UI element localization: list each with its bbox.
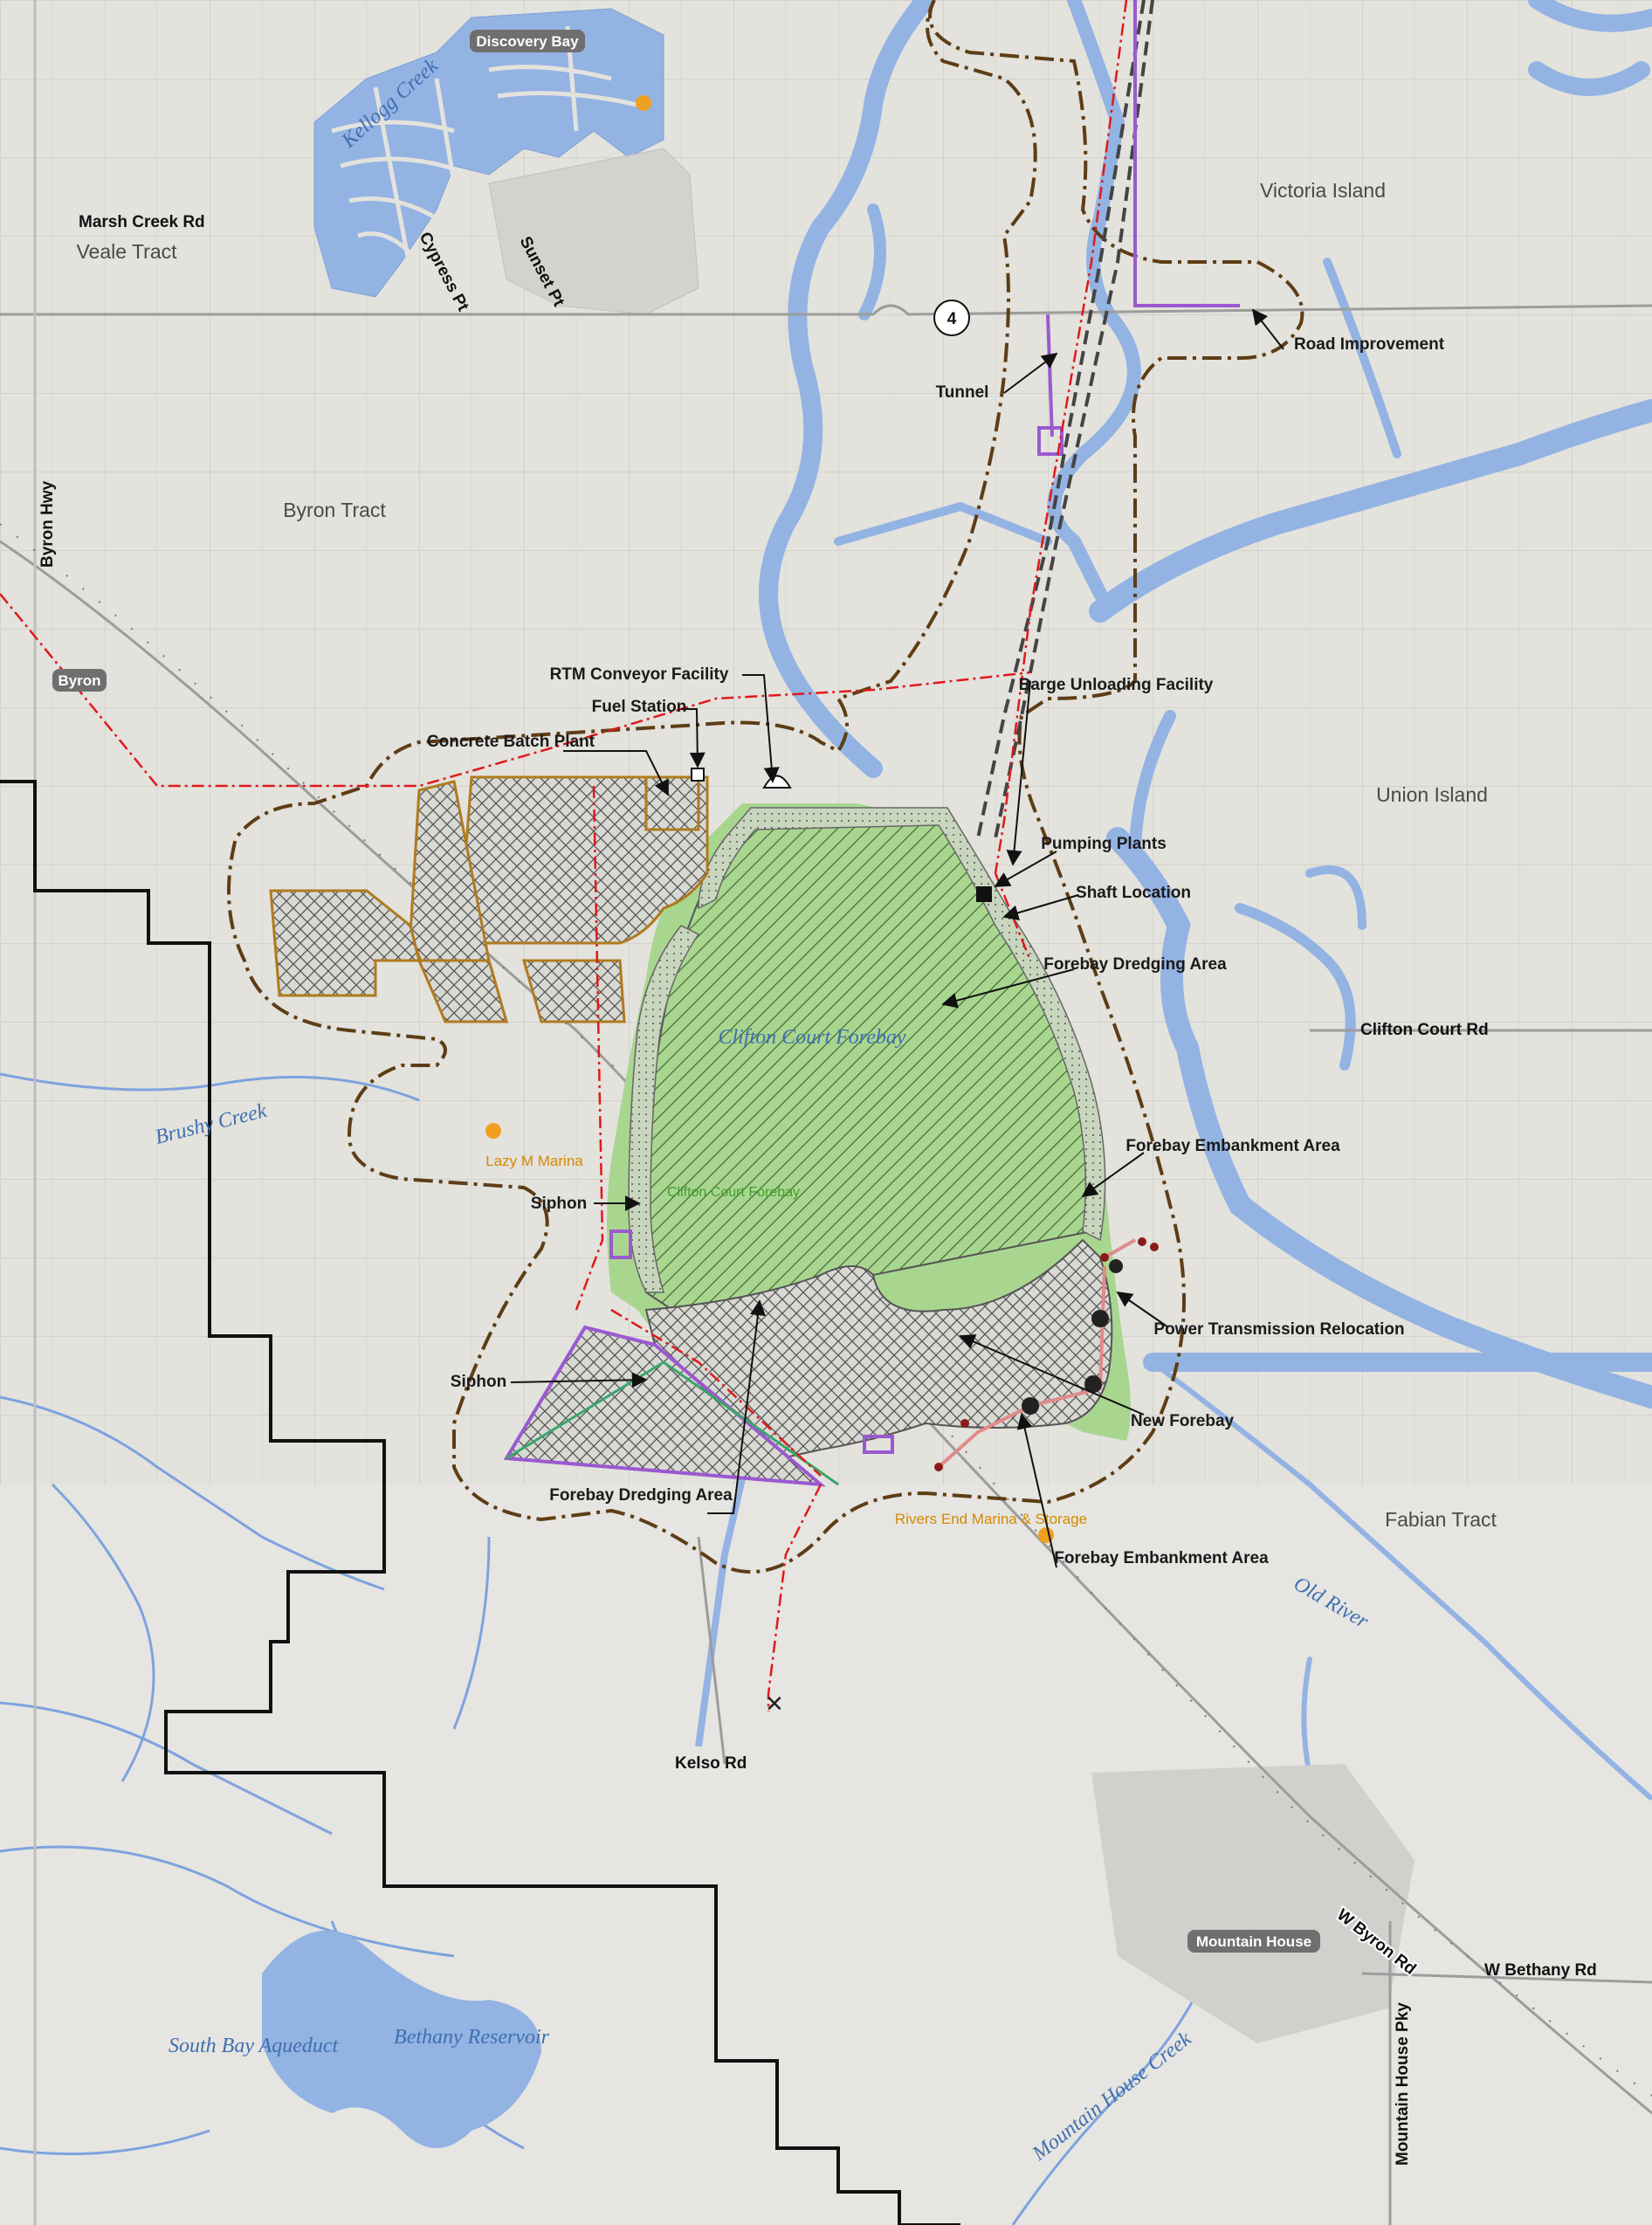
pumping-plant-marker	[976, 886, 992, 902]
rtm-conveyor-callout: RTM Conveyor Facility	[550, 665, 729, 684]
veale-tract-label: Veale Tract	[76, 240, 177, 263]
fuel-station-callout: Fuel Station	[592, 698, 687, 716]
discovery-bay-dot	[636, 95, 651, 111]
discovery-bay-town	[488, 148, 699, 315]
bethany-reservoir	[262, 1930, 541, 2148]
w-bethany-rd-label: W Bethany Rd	[1484, 1961, 1597, 1980]
purple-tunnel-segment	[1046, 313, 1054, 437]
svg-text:Byron: Byron	[58, 672, 100, 689]
concrete-batch-plant-callout: Concrete Batch Plant	[427, 733, 595, 751]
fuel-station-marker	[691, 768, 705, 782]
rivers-end-marina-label: Rivers End Marina & Storage	[895, 1511, 1087, 1527]
study-boundary	[227, 0, 1304, 1574]
new-forebay-callout: New Forebay	[1131, 1412, 1235, 1430]
clifton-court-rd-label: Clifton Court Rd	[1360, 1021, 1489, 1039]
county-line	[0, 780, 960, 2225]
red-dashdot-lines	[0, 0, 1128, 1712]
svg-text:Mountain House: Mountain House	[1196, 1933, 1311, 1950]
byron-hwy-label: Byron Hwy	[38, 480, 57, 568]
clifton-court-forebay-label: Clifton Court Forebay	[718, 1026, 905, 1049]
road-improvement-callout: Road Improvement	[1294, 335, 1445, 354]
lazy-m-marina-label: Lazy M Marina	[485, 1153, 583, 1169]
old-river-channel	[1151, 1360, 1652, 1801]
siphon-lower-callout: Siphon	[451, 1373, 506, 1391]
byron-tract-label: Byron Tract	[283, 499, 386, 521]
power-transmission-markers	[934, 1237, 1159, 1471]
forebay-embankment-lower-callout: Forebay Embankment Area	[1054, 1549, 1269, 1567]
svg-text:4: 4	[947, 310, 957, 328]
batch-plant-areas	[269, 775, 709, 1023]
forebay-dredging-upper-callout: Forebay Dredging Area	[1043, 955, 1227, 974]
mountain-house-pky-label: Mountain House Pky	[1394, 2002, 1412, 2166]
marsh-creek-rd-label: Marsh Creek Rd	[79, 213, 205, 231]
barge-unloading-callout: Barge Unloading Facility	[1019, 676, 1214, 694]
victoria-island-label: Victoria Island	[1260, 179, 1386, 202]
forebay-dredging-lower-callout: Forebay Dredging Area	[549, 1486, 733, 1505]
pumping-plants-callout: Pumping Plants	[1041, 835, 1167, 853]
rivers-end-marina-dot	[1038, 1527, 1054, 1543]
union-island-label: Union Island	[1376, 783, 1488, 806]
power-transmission-callout: Power Transmission Relocation	[1153, 1320, 1404, 1339]
siphon-upper-callout: Siphon	[531, 1195, 587, 1213]
end-x-marker: ✕	[765, 1691, 784, 1718]
mountain-house-pill: Mountain House	[1187, 1930, 1320, 1953]
tunnel-callout: Tunnel	[936, 383, 989, 402]
tunnel-lines	[976, 0, 1154, 839]
purple-corridor	[1133, 0, 1240, 307]
clifton-court-forebay-green-label: Clifton Court Forebay	[667, 1185, 800, 1200]
callout-leaders	[510, 308, 1284, 1568]
kelso-rd-label: Kelso Rd	[675, 1754, 747, 1773]
forebay-embankment-right-callout: Forebay Embankment Area	[1125, 1137, 1340, 1155]
new-forebay-crosshatch	[644, 1238, 1113, 1469]
discovery-bay-pill: Discovery Bay	[470, 30, 585, 52]
lazy-m-marina-dot	[485, 1123, 501, 1139]
mountain-house-town	[1091, 1764, 1415, 2043]
svg-text:Discovery Bay: Discovery Bay	[476, 33, 579, 50]
forebay-west-embankment	[628, 925, 700, 1293]
byron-pill: Byron	[52, 669, 107, 692]
bethany-reservoir-label: Bethany Reservoir	[394, 2026, 550, 2049]
south-bay-aqueduct-label: South Bay Aqueduct	[169, 2035, 340, 2057]
fabian-tract-label: Fabian Tract	[1385, 1508, 1497, 1531]
shaft-location-callout: Shaft Location	[1076, 884, 1191, 902]
route-4-shield: 4	[933, 300, 970, 336]
